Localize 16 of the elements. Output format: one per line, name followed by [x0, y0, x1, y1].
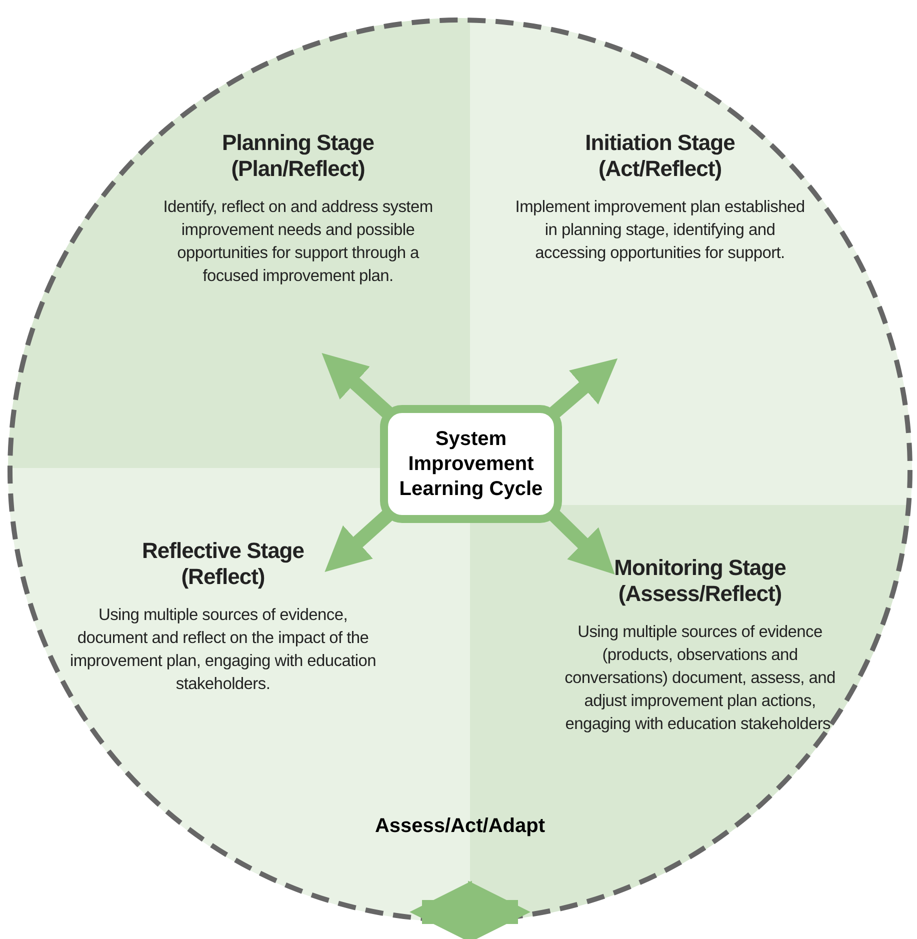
stage-title: Planning Stage (Plan/Reflect) — [221, 130, 375, 182]
stage-title: Reflective Stage (Reflect) — [141, 538, 305, 590]
arrow — [322, 352, 393, 418]
arrow — [549, 358, 618, 418]
stage-title: Initiation Stage (Act/Reflect) — [584, 130, 736, 182]
stage-description: Using multiple sources of evidence, document and reflect on the impact of the improvement plan, engaging with education stakeholders. — [69, 605, 377, 695]
cycle-title: System Improvement Learning Cycle — [398, 426, 544, 502]
arrow — [324, 510, 393, 572]
stage-description: Identify, reflect on and address system improvement needs and possible opportunities for support through a focused improvement plan. — [162, 197, 434, 287]
stage-title: Monitoring Stage (Assess/Reflect) — [613, 555, 787, 607]
stage-description: Implement improvement plan established in planning stage, identifying and accessing opportunities for support. — [514, 197, 806, 264]
double-arrow — [410, 880, 530, 939]
center-box — [380, 405, 562, 523]
arrow — [549, 510, 615, 575]
stage-description: Using multiple sources of evidence (products, observations and conversations) document, assess, and adjust improvement plan actions, engaging with education stakeholders. — [564, 622, 836, 735]
cycle-label: Assess/Act/Adapt — [374, 815, 546, 838]
